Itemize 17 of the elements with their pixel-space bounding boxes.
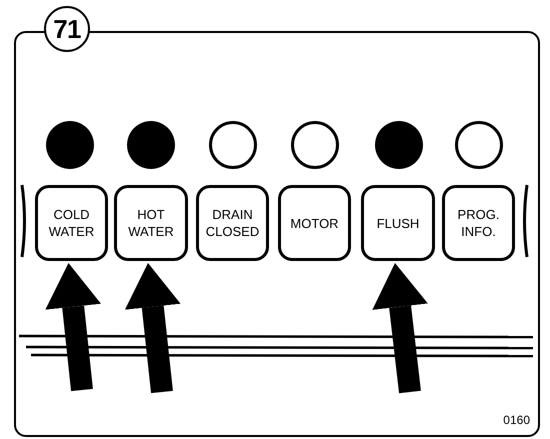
indicator-light [375, 121, 423, 169]
panel-button: HOT WATER [114, 185, 188, 261]
panel-button: PROG. INFO. [442, 185, 515, 261]
indicator-light [209, 121, 257, 169]
panel-button: COLD WATER [35, 185, 108, 261]
arrow [372, 263, 428, 394]
arrow [45, 263, 101, 392]
indicator-light [127, 121, 175, 169]
figure-number: 71 [44, 6, 90, 52]
arrow [124, 263, 181, 394]
indicator-light [46, 121, 94, 169]
indicator-light [291, 121, 339, 169]
panel-button: MOTOR [278, 185, 351, 261]
indicator-light [455, 121, 503, 169]
figure-code: 0160 [503, 412, 530, 429]
panel-button: FLUSH [361, 185, 435, 261]
panel-button: DRAIN CLOSED [196, 185, 269, 261]
